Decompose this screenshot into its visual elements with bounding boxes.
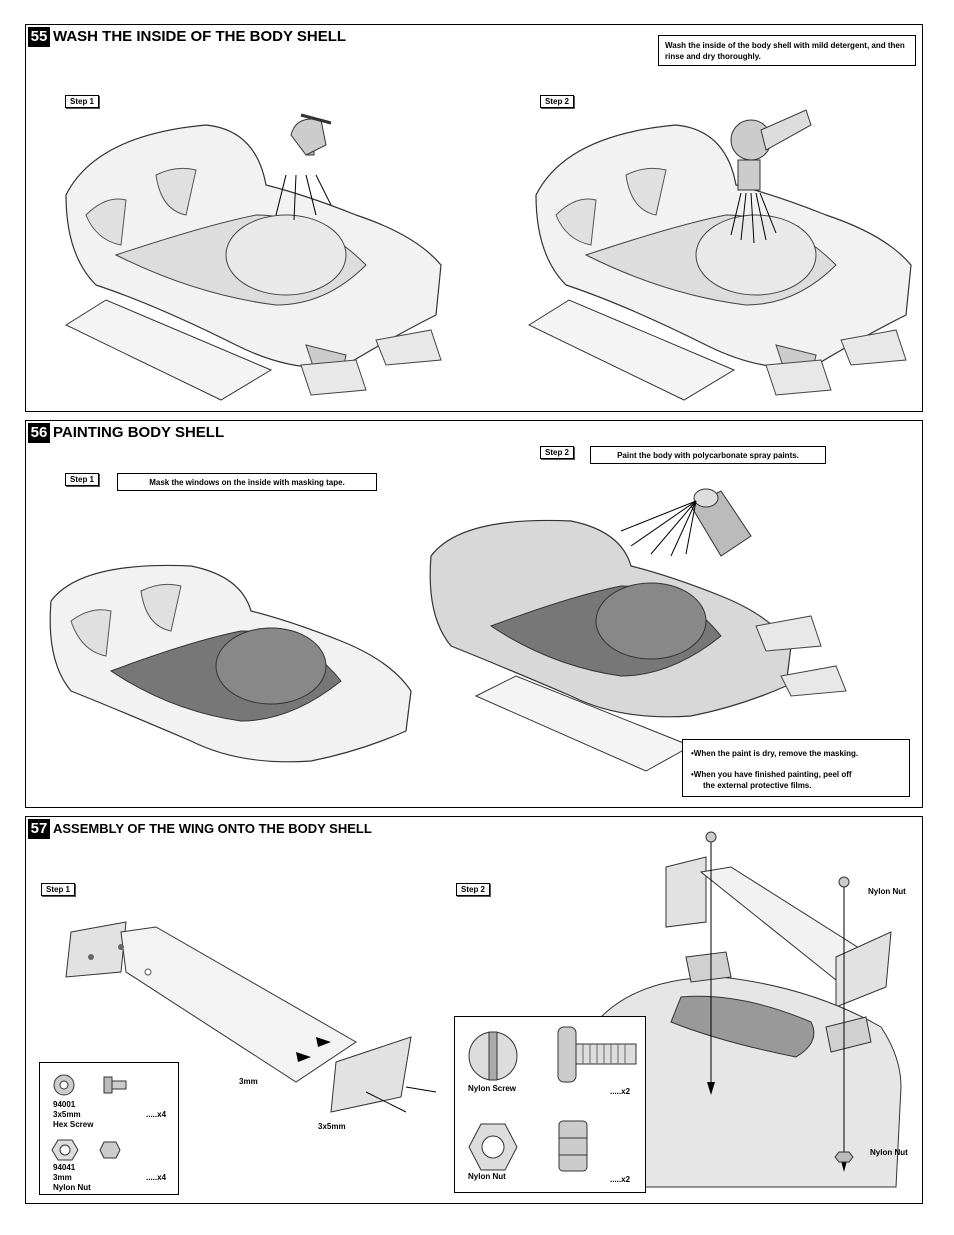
nut-size-label: 3mm bbox=[239, 1077, 258, 1086]
wash-note: Wash the inside of the body shell with m… bbox=[658, 35, 916, 66]
nylon-nut-icon bbox=[51, 1139, 121, 1161]
masking-note: Mask the windows on the inside with mask… bbox=[117, 473, 377, 491]
hex-screw-name: Hex Screw bbox=[53, 1120, 94, 1129]
step-2-label: Step 2 bbox=[456, 883, 491, 896]
endplate-parts-illustration-2 bbox=[765, 329, 907, 396]
masked-body-shell-illustration bbox=[49, 564, 412, 763]
nylon-nut-top-label: Nylon Nut bbox=[868, 887, 906, 896]
wing-part-illustration-2 bbox=[527, 299, 736, 401]
nylon-nut-qty: .....x2 bbox=[610, 1175, 631, 1184]
tip-peel-films: •When you have finished painting, peel o… bbox=[691, 770, 852, 779]
section-title: PAINTING BODY SHELL bbox=[53, 424, 225, 441]
step-1-label: Step 1 bbox=[41, 883, 76, 896]
endplate-parts-illustration bbox=[300, 329, 442, 396]
endplate-parts-illustration-3 bbox=[755, 615, 847, 697]
nylon-parts-detail-box: Nylon Screw .....x2 Nylon Nut .....x2 bbox=[454, 1016, 646, 1193]
hex-screw-qty: .....x4 bbox=[146, 1110, 167, 1119]
step-1-label: Step 1 bbox=[65, 473, 100, 486]
wing-part-illustration-3 bbox=[474, 675, 693, 772]
section-title: ASSEMBLY OF THE WING ONTO THE BODY SHELL bbox=[53, 821, 372, 836]
nylon-screw-label: Nylon Screw bbox=[468, 1084, 517, 1093]
nylon-nut-bottom-label: Nylon Nut bbox=[870, 1148, 908, 1157]
section-title: WASH THE INSIDE OF THE BODY SHELL bbox=[53, 28, 347, 45]
wing-assembly-illustration bbox=[65, 921, 437, 1113]
nylon-screw-head-icon bbox=[468, 1031, 518, 1081]
nylon-nut-label: Nylon Nut bbox=[468, 1172, 506, 1181]
nylon-nut-side-icon bbox=[558, 1120, 588, 1172]
step-1-label: Step 1 bbox=[65, 95, 100, 108]
step-2-label: Step 2 bbox=[540, 95, 575, 108]
painted-body-shell-illustration bbox=[429, 488, 792, 718]
hex-screw-code: 94001 bbox=[53, 1100, 76, 1109]
nylon-nut-front-icon bbox=[468, 1123, 518, 1171]
screw-size-label: 3x5mm bbox=[318, 1122, 346, 1131]
body-wing-mounted-illustration bbox=[600, 831, 902, 1188]
tip-peel-films-cont: the external protective films. bbox=[703, 781, 812, 790]
nylon-nut-size: 3mm bbox=[53, 1173, 72, 1182]
nylon-nut-qty: .....x4 bbox=[146, 1173, 167, 1182]
spray-note: Paint the body with polycarbonate spray … bbox=[590, 446, 826, 464]
section-number: 56 bbox=[28, 423, 50, 443]
hex-screw-icon bbox=[53, 1074, 127, 1096]
parts-list-box: 94001 3x5mm Hex Screw .....x4 94041 3mm … bbox=[39, 1062, 179, 1195]
nylon-nut-name: Nylon Nut bbox=[53, 1183, 91, 1192]
body-shell-illustration bbox=[65, 113, 442, 381]
section-number: 57 bbox=[28, 819, 50, 839]
nylon-screw-side-icon bbox=[557, 1026, 637, 1083]
tip-remove-masking: •When the paint is dry, remove the maski… bbox=[691, 749, 859, 758]
section-55: 55 WASH THE INSIDE OF THE BODY SHELL Was… bbox=[25, 24, 923, 412]
nylon-screw-qty: .....x2 bbox=[610, 1087, 631, 1096]
step-2-label: Step 2 bbox=[540, 446, 575, 459]
section-57: 57 ASSEMBLY OF THE WING ONTO THE BODY SH… bbox=[25, 816, 923, 1204]
paint-tips-box: •When the paint is dry, remove the maski… bbox=[682, 739, 910, 797]
wing-part-illustration bbox=[64, 299, 273, 401]
section-number: 55 bbox=[28, 27, 50, 47]
nylon-nut-code: 94041 bbox=[53, 1163, 76, 1172]
hex-screw-size: 3x5mm bbox=[53, 1110, 81, 1119]
section-56: 56 PAINTING BODY SHELL Step 1 Mask the w… bbox=[25, 420, 923, 808]
